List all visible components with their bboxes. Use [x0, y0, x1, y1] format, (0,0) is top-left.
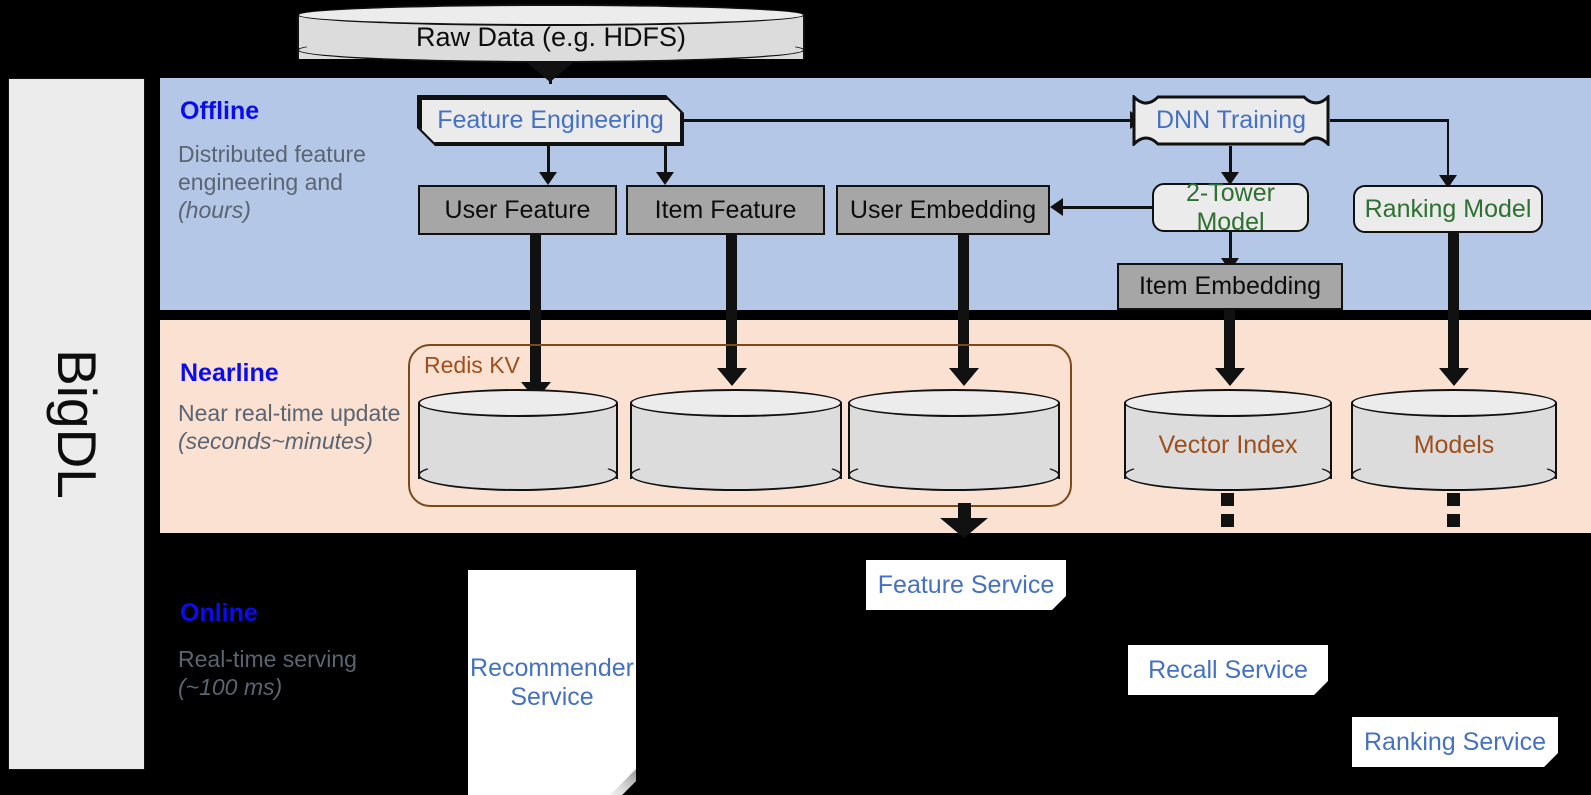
arrow-dnn-ranking [1439, 175, 1457, 188]
arrow-fe-itemfeature [656, 172, 674, 185]
online-subtitle-text: Real-time serving [178, 646, 357, 672]
vector-index-label: Vector Index [1158, 431, 1298, 459]
recommender-service-fold-icon [610, 769, 636, 795]
connector-models-stub-2 [1447, 514, 1460, 527]
connector-rankingmodel-models [1448, 233, 1459, 376]
vector-index-cylinder[interactable]: Vector Index [1124, 389, 1332, 493]
recall-service-box[interactable]: Recall Service [1128, 645, 1328, 695]
redis-cylinder-3-bottom [848, 459, 1060, 491]
online-subtitle-italic: (~100 ms) [178, 674, 283, 701]
connector-vectorindex-stub-2 [1221, 514, 1234, 527]
ranking-model-label: Ranking Model [1364, 194, 1532, 223]
recommender-service-label: Recommender Service [470, 653, 634, 711]
arrow-rankingmodel-models [1438, 368, 1469, 386]
dnn-training-label: DNN Training [1155, 106, 1307, 134]
redis-cylinder-1-bottom [418, 459, 618, 491]
arrow-fe-userfeature [539, 172, 557, 185]
arrow-itemfeature-redis [716, 368, 747, 386]
online-subtitle: Real-time serving (~100 ms) [178, 645, 398, 701]
raw-data-label: Raw Data (e.g. HDFS) [415, 22, 687, 52]
two-tower-model-box[interactable]: 2-Tower Model [1152, 179, 1309, 236]
ranking-model-box[interactable]: Ranking Model [1353, 185, 1543, 233]
feature-engineering-box[interactable]: Feature Engineering [420, 98, 682, 144]
online-title: Online [180, 599, 258, 627]
redis-kv-group [408, 344, 1072, 507]
redis-cylinder-3-top [848, 389, 1060, 417]
models-bottom [1351, 459, 1557, 491]
recall-service-label: Recall Service [1148, 655, 1308, 684]
dnn-training-box[interactable]: DNN Training [1132, 95, 1330, 146]
item-feature-box[interactable]: Item Feature [626, 185, 825, 235]
arrow-redis-featureservice [940, 518, 988, 538]
nearline-title: Nearline [180, 359, 279, 387]
bigdl-label: BigDL [9, 79, 144, 769]
connector-twotower-userembedding [1063, 206, 1153, 209]
arrow-itememb-vectorindex [1214, 368, 1245, 386]
offline-title: Offline [180, 97, 260, 125]
redis-cylinder-3 [848, 389, 1060, 493]
bigdl-text: BigDL [45, 349, 108, 499]
connector-itememb-vectorindex [1224, 310, 1235, 376]
dnn-training-shape [1132, 95, 1330, 146]
ranking-service-label: Ranking Service [1363, 727, 1547, 756]
recommender-service-box[interactable]: Recommender Service [468, 570, 636, 795]
offline-subtitle: Distributed feature engineering and (hou… [178, 140, 378, 224]
item-feature-label: Item Feature [654, 195, 797, 224]
redis-cylinder-1-top [418, 389, 618, 417]
redis-cylinder-2 [630, 389, 842, 493]
models-cylinder[interactable]: Models [1351, 389, 1557, 493]
user-feature-label: User Feature [444, 195, 591, 224]
user-embedding-label: User Embedding [849, 195, 1037, 224]
feature-service-label: Feature Service [877, 570, 1055, 599]
models-label: Models [1413, 431, 1495, 459]
redis-cylinder-1 [418, 389, 618, 493]
two-tower-model-label: 2-Tower Model [1186, 178, 1275, 236]
item-embedding-box[interactable]: Item Embedding [1117, 263, 1343, 310]
connector-userfeature-redis [530, 235, 541, 390]
feature-engineering-label: Feature Engineering [437, 106, 664, 134]
connector-dnn-ranking-h [1330, 119, 1449, 122]
offline-subtitle-italic: (hours) [178, 197, 251, 224]
redis-cylinder-2-top [630, 389, 842, 417]
connector-fe-dnn [684, 119, 1132, 122]
connector-twotower-itememb [1229, 232, 1232, 262]
arrow-dnn-twotower [1221, 172, 1239, 185]
connector-fe-itemfeature [664, 146, 667, 172]
bigdl-sidebar: BigDL [8, 78, 145, 770]
user-embedding-box[interactable]: User Embedding [836, 185, 1050, 235]
arrow-rawdata-fe [526, 62, 574, 82]
feature-service-box[interactable]: Feature Service [866, 560, 1066, 610]
connector-models-stub-1 [1447, 493, 1460, 506]
nearline-subtitle: Near real-time update (seconds~minutes) [178, 399, 413, 455]
connector-itemfeature-redis [726, 235, 737, 376]
connector-userembedding-redis [958, 235, 969, 376]
connector-vectorindex-stub-1 [1221, 493, 1234, 506]
connector-dnn-twotower [1229, 146, 1232, 176]
raw-data-top [297, 4, 805, 26]
connector-dnn-ranking-v [1446, 119, 1449, 181]
models-top [1351, 389, 1557, 417]
offline-subtitle-text: Distributed feature engineering and [178, 141, 366, 196]
nearline-subtitle-italic: (seconds~minutes) [178, 428, 373, 455]
ranking-service-box[interactable]: Ranking Service [1352, 717, 1558, 767]
redis-cylinder-2-bottom [630, 459, 842, 491]
item-embedding-label: Item Embedding [1138, 272, 1322, 300]
connector-fe-userfeature [547, 146, 550, 172]
arrow-twotower-userembedding [1050, 198, 1063, 216]
vector-index-top [1124, 389, 1332, 417]
arrow-userembedding-redis [948, 368, 979, 386]
dnn-training-label-wrap: DNN Training [1132, 95, 1330, 146]
nearline-subtitle-text: Near real-time update [178, 400, 401, 426]
connector-redis-featureservice [958, 503, 971, 519]
user-feature-box[interactable]: User Feature [418, 185, 617, 235]
redis-kv-label: Redis KV [424, 352, 520, 378]
vector-index-bottom [1124, 459, 1332, 491]
raw-data-cylinder: Raw Data (e.g. HDFS) [297, 4, 805, 66]
